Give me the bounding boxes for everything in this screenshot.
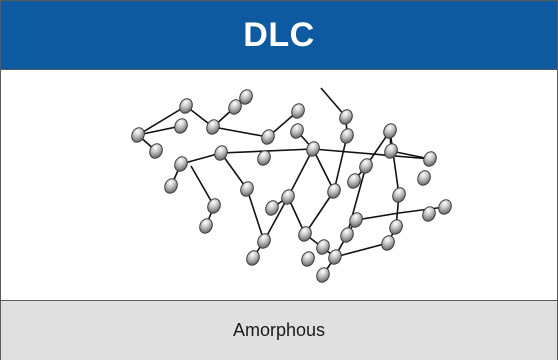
bond-line bbox=[263, 196, 289, 242]
carbon-atom bbox=[306, 141, 320, 157]
bond-line bbox=[137, 105, 187, 136]
carbon-atom bbox=[261, 129, 275, 145]
carbon-atom bbox=[328, 249, 342, 265]
carbon-atom bbox=[228, 99, 242, 115]
carbon-atom bbox=[316, 239, 330, 255]
amorphous-structure-illustration bbox=[1, 70, 557, 300]
carbon-atom bbox=[291, 103, 305, 119]
carbon-atom bbox=[349, 212, 363, 228]
bond-line bbox=[287, 148, 314, 198]
carbon-atom bbox=[359, 158, 373, 174]
bond-line bbox=[390, 150, 431, 160]
carbon-atom bbox=[384, 143, 398, 159]
card-footer: Amorphous bbox=[1, 300, 557, 360]
carbon-atom bbox=[179, 98, 193, 114]
carbon-atom bbox=[149, 143, 163, 159]
carbon-atom bbox=[257, 233, 271, 249]
carbon-atom bbox=[438, 199, 452, 215]
carbon-atom bbox=[207, 198, 221, 214]
bond-line bbox=[355, 212, 400, 221]
card-header: DLC bbox=[1, 1, 557, 70]
carbon-atom bbox=[164, 178, 178, 194]
bond-line bbox=[312, 148, 335, 192]
carbon-atom bbox=[339, 109, 353, 125]
atom-network-diagram bbox=[131, 87, 452, 283]
carbon-atom bbox=[174, 118, 188, 134]
carbon-atom bbox=[417, 170, 431, 186]
structure-type-label: Amorphous bbox=[232, 320, 326, 340]
carbon-atom bbox=[347, 173, 361, 189]
bond-line bbox=[333, 135, 348, 192]
bond-line bbox=[212, 126, 269, 138]
carbon-atom bbox=[327, 183, 341, 199]
bond-line bbox=[312, 148, 432, 160]
carbon-atom bbox=[298, 226, 312, 242]
carbon-atom bbox=[131, 127, 145, 143]
carbon-atom bbox=[174, 156, 188, 172]
carbon-atom bbox=[206, 119, 220, 135]
carbon-atom bbox=[340, 227, 354, 243]
carbon-atom bbox=[423, 151, 437, 167]
carbon-atom bbox=[257, 150, 271, 166]
carbon-atom bbox=[392, 187, 406, 203]
carbon-atom bbox=[316, 267, 330, 283]
bond-line bbox=[304, 190, 335, 235]
bond-line bbox=[246, 188, 265, 242]
carbon-atom bbox=[383, 123, 397, 139]
bond-line bbox=[137, 125, 182, 136]
bond-line bbox=[389, 130, 400, 196]
carbon-atom bbox=[290, 123, 304, 139]
card-title: DLC bbox=[243, 15, 315, 54]
bond-line bbox=[220, 152, 248, 190]
carbon-atom bbox=[199, 218, 213, 234]
bond-line bbox=[334, 242, 389, 258]
carbon-atom bbox=[281, 189, 295, 205]
carbon-atom bbox=[239, 89, 253, 105]
carbon-atom bbox=[389, 219, 403, 235]
bond-line bbox=[398, 206, 446, 214]
carbon-atom bbox=[340, 128, 354, 144]
carbon-atom bbox=[301, 251, 315, 267]
carbon-atom bbox=[214, 145, 228, 161]
carbon-atom bbox=[246, 250, 260, 266]
bond-line bbox=[190, 165, 215, 207]
carbon-atom bbox=[265, 200, 279, 216]
carbon-atom bbox=[422, 206, 436, 222]
carbon-atom bbox=[240, 181, 254, 197]
carbon-atom bbox=[381, 235, 395, 251]
